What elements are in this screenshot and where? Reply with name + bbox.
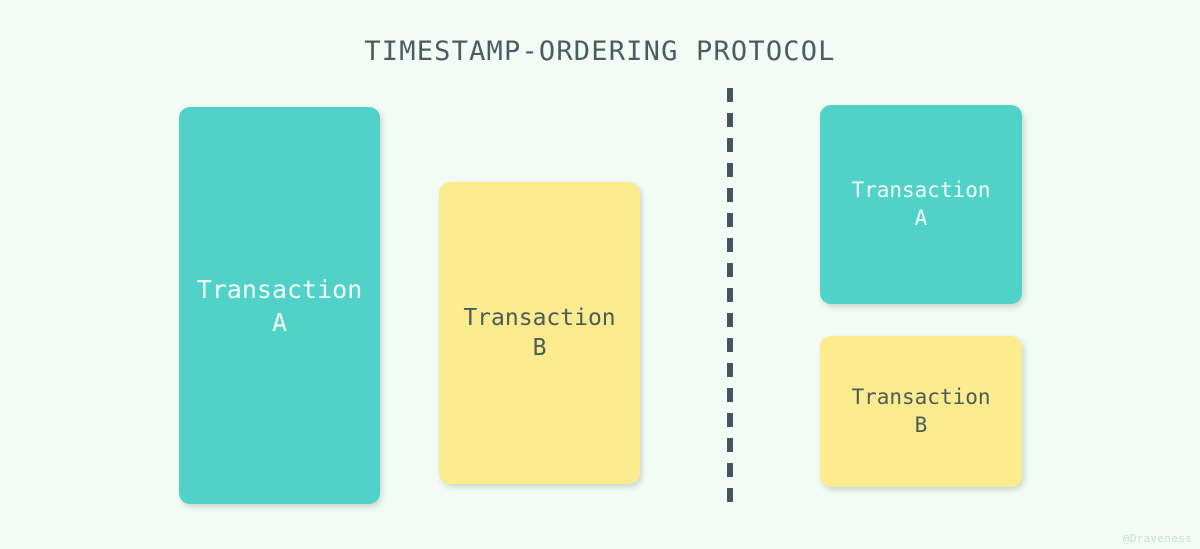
transaction-box-left-b-label-line1: Transaction — [463, 304, 616, 331]
transaction-box-right-b: Transaction B — [820, 336, 1022, 487]
transaction-box-right-b-label-line2: B — [914, 412, 928, 437]
transaction-box-left-a: Transaction A — [179, 107, 380, 504]
transaction-box-left-b-label-line2: B — [532, 335, 547, 361]
transaction-box-right-a-label-line1: Transaction — [851, 177, 991, 202]
transaction-box-left-a-label-line1: Transaction — [196, 274, 363, 304]
transaction-box-right-a: Transaction A — [820, 105, 1022, 304]
transaction-box-left-a-label-line2: A — [271, 307, 288, 337]
watermark: @Draveness — [1122, 532, 1192, 545]
vertical-dashed-divider — [727, 88, 733, 508]
transaction-box-right-a-label-line2: A — [914, 205, 928, 230]
transaction-box-right-b-label-line1: Transaction — [851, 384, 991, 409]
transaction-box-left-b: Transaction B — [439, 182, 640, 484]
page-title: TIMESTAMP-ORDERING PROTOCOL — [364, 36, 836, 67]
